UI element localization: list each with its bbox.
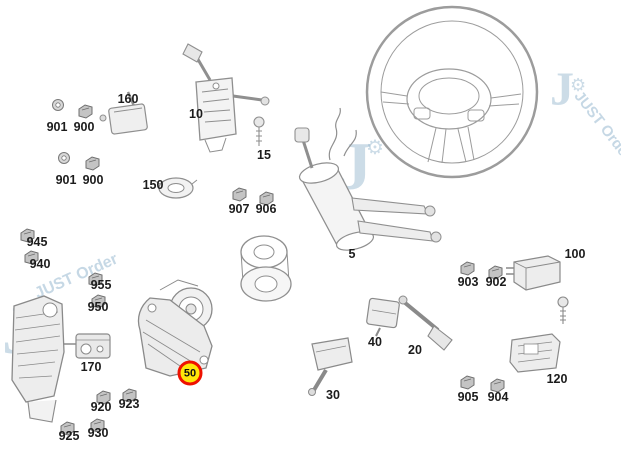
steering-wheel-part (365, 5, 539, 179)
part-label-30: 30 (326, 388, 340, 402)
part-label-900-lower: 900 (82, 173, 104, 187)
part-label-160: 160 (117, 92, 139, 106)
part-label-150: 150 (142, 178, 164, 192)
part-label-907: 907 (228, 202, 250, 216)
part-label-920: 920 (90, 400, 112, 414)
part-label-955: 955 (90, 278, 112, 292)
steering-lock-body-part (11, 295, 65, 423)
part-label-40: 40 (368, 335, 382, 349)
screw-100-part (557, 296, 569, 324)
part-label-900-top: 900 (73, 120, 95, 134)
part-label-906: 906 (255, 202, 277, 216)
part-label-100: 100 (564, 247, 586, 261)
part-label-20: 20 (408, 343, 422, 357)
contact-ring-150-part (154, 177, 198, 199)
switch-module-160-part (99, 91, 148, 135)
part-label-15: 15 (257, 148, 271, 162)
part-label-950: 950 (87, 300, 109, 314)
ignition-lock-housing-part (137, 279, 213, 377)
wiper-switch-30-part (308, 337, 353, 396)
part-label-10: 10 (189, 107, 203, 121)
combination-switch-bracket-part (182, 43, 270, 153)
part-label-904: 904 (487, 390, 509, 404)
part-label-901-top: 901 (46, 120, 68, 134)
part-label-923: 923 (118, 397, 140, 411)
part-label-170: 170 (80, 360, 102, 374)
part-label-901-lower: 901 (55, 173, 77, 187)
screw-15-part (253, 116, 265, 146)
switch-40-part (366, 297, 400, 337)
part-label-120: 120 (546, 372, 568, 386)
part-label-945: 945 (26, 235, 48, 249)
part-label-940: 940 (29, 257, 51, 271)
part-label-902: 902 (485, 275, 507, 289)
part-label-50-highlighted: 50 (177, 360, 203, 386)
lock-cylinder-170-part (64, 333, 111, 359)
turn-signal-stalk-20-part (398, 295, 453, 351)
clock-spring-part (240, 235, 292, 302)
part-label-5: 5 (348, 247, 356, 261)
part-label-925: 925 (58, 429, 80, 443)
connector-module-120-part (509, 333, 561, 373)
part-label-905: 905 (457, 390, 479, 404)
part-label-930: 930 (87, 426, 109, 440)
part-label-903: 903 (457, 275, 479, 289)
steering-column-shroud-part (294, 107, 442, 251)
switch-module-100-part (506, 255, 561, 291)
